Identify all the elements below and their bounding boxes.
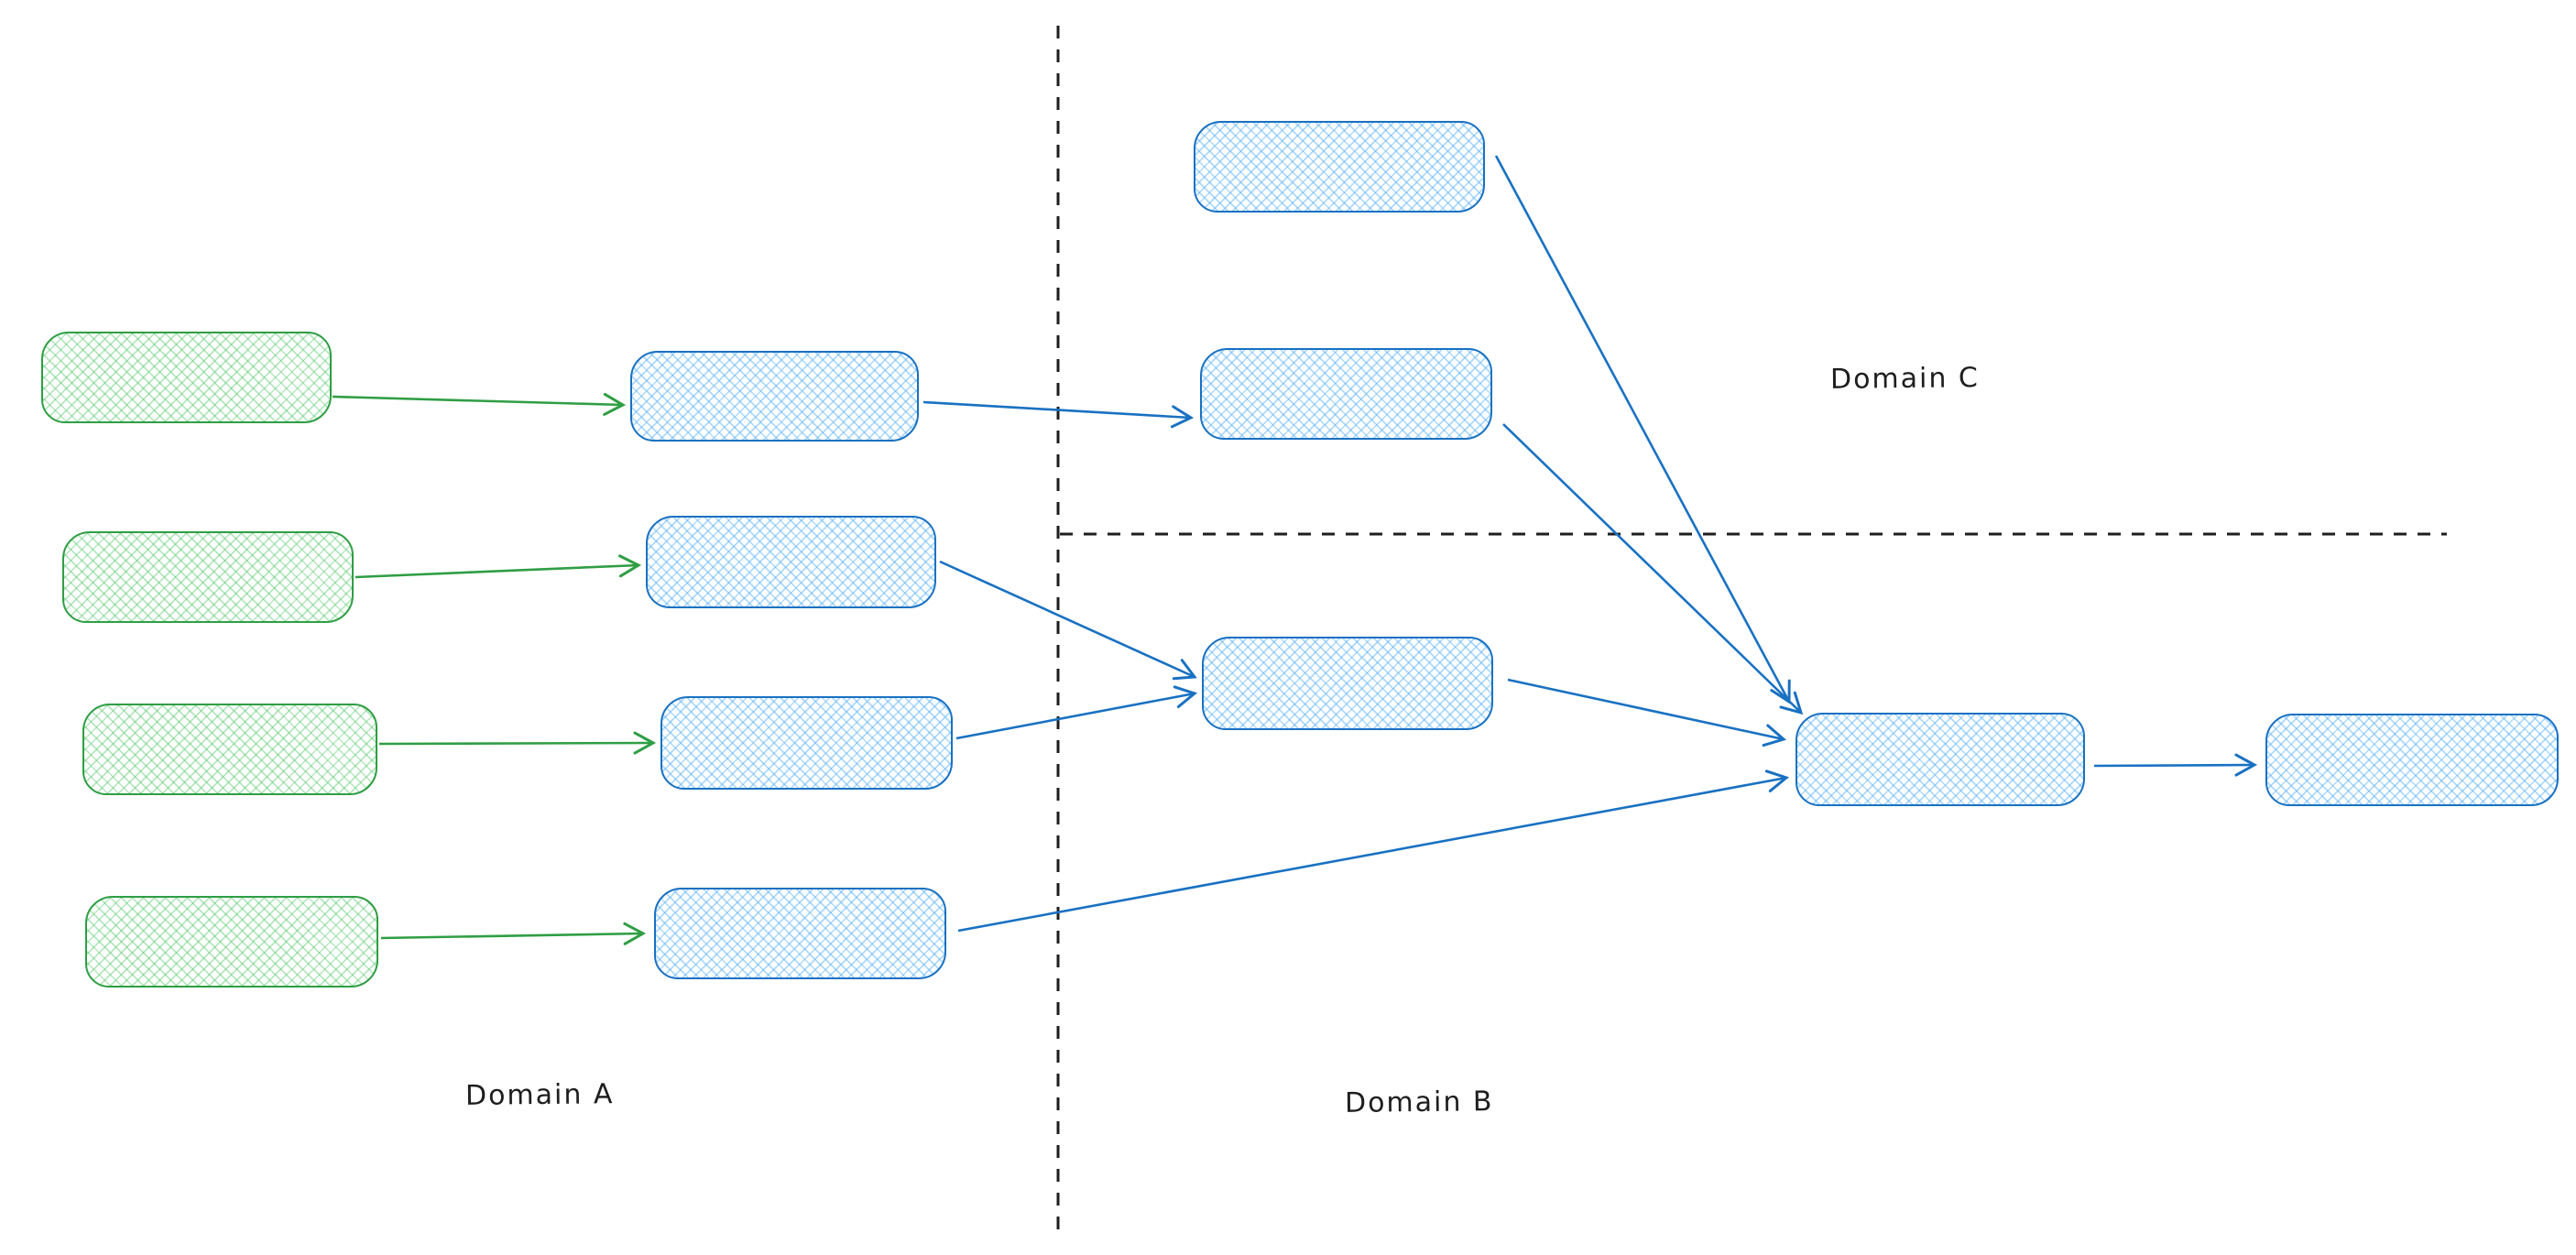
node-c1-domain-c: [1194, 121, 1485, 213]
domain-b-label: Domain B: [1344, 1086, 1494, 1119]
arrow-c1-to-hub: [1494, 155, 1789, 702]
node-c2-domain-c: [1200, 348, 1492, 440]
node-g3-domain-a: [82, 704, 377, 795]
arrow-g3-to-m3: [378, 743, 653, 744]
domain-a-label: Domain A: [464, 1078, 615, 1112]
arrow-c2-to-hub: [1502, 423, 1801, 713]
arrow-m1-to-c2: [922, 400, 1191, 418]
arrow-m2-to-b1: [939, 560, 1195, 677]
node-out-domain-b: [2265, 714, 2559, 806]
arrow-g1-to-m1: [332, 397, 623, 405]
arrow-m3-to-b1: [955, 693, 1195, 740]
node-hub-domain-b: [1796, 713, 2085, 806]
node-m1-domain-a: [630, 351, 919, 442]
node-m3-domain-a: [660, 696, 953, 790]
domain-c-label: Domain C: [1829, 362, 1981, 396]
arrow-m4-to-hub: [957, 778, 1786, 933]
node-b1-domain-b: [1202, 637, 1493, 730]
arrow-g4-to-m4: [380, 933, 643, 938]
arrow-g2-to-m2: [355, 565, 639, 579]
node-m2-domain-a: [646, 516, 936, 608]
node-m4-domain-a: [654, 888, 946, 979]
node-g2-domain-a: [62, 531, 354, 623]
arrow-hub-to-out: [2093, 765, 2254, 766]
arrow-b1-to-hub: [1507, 678, 1784, 739]
node-g4-domain-a: [85, 896, 378, 988]
node-g1-domain-a: [41, 332, 332, 423]
